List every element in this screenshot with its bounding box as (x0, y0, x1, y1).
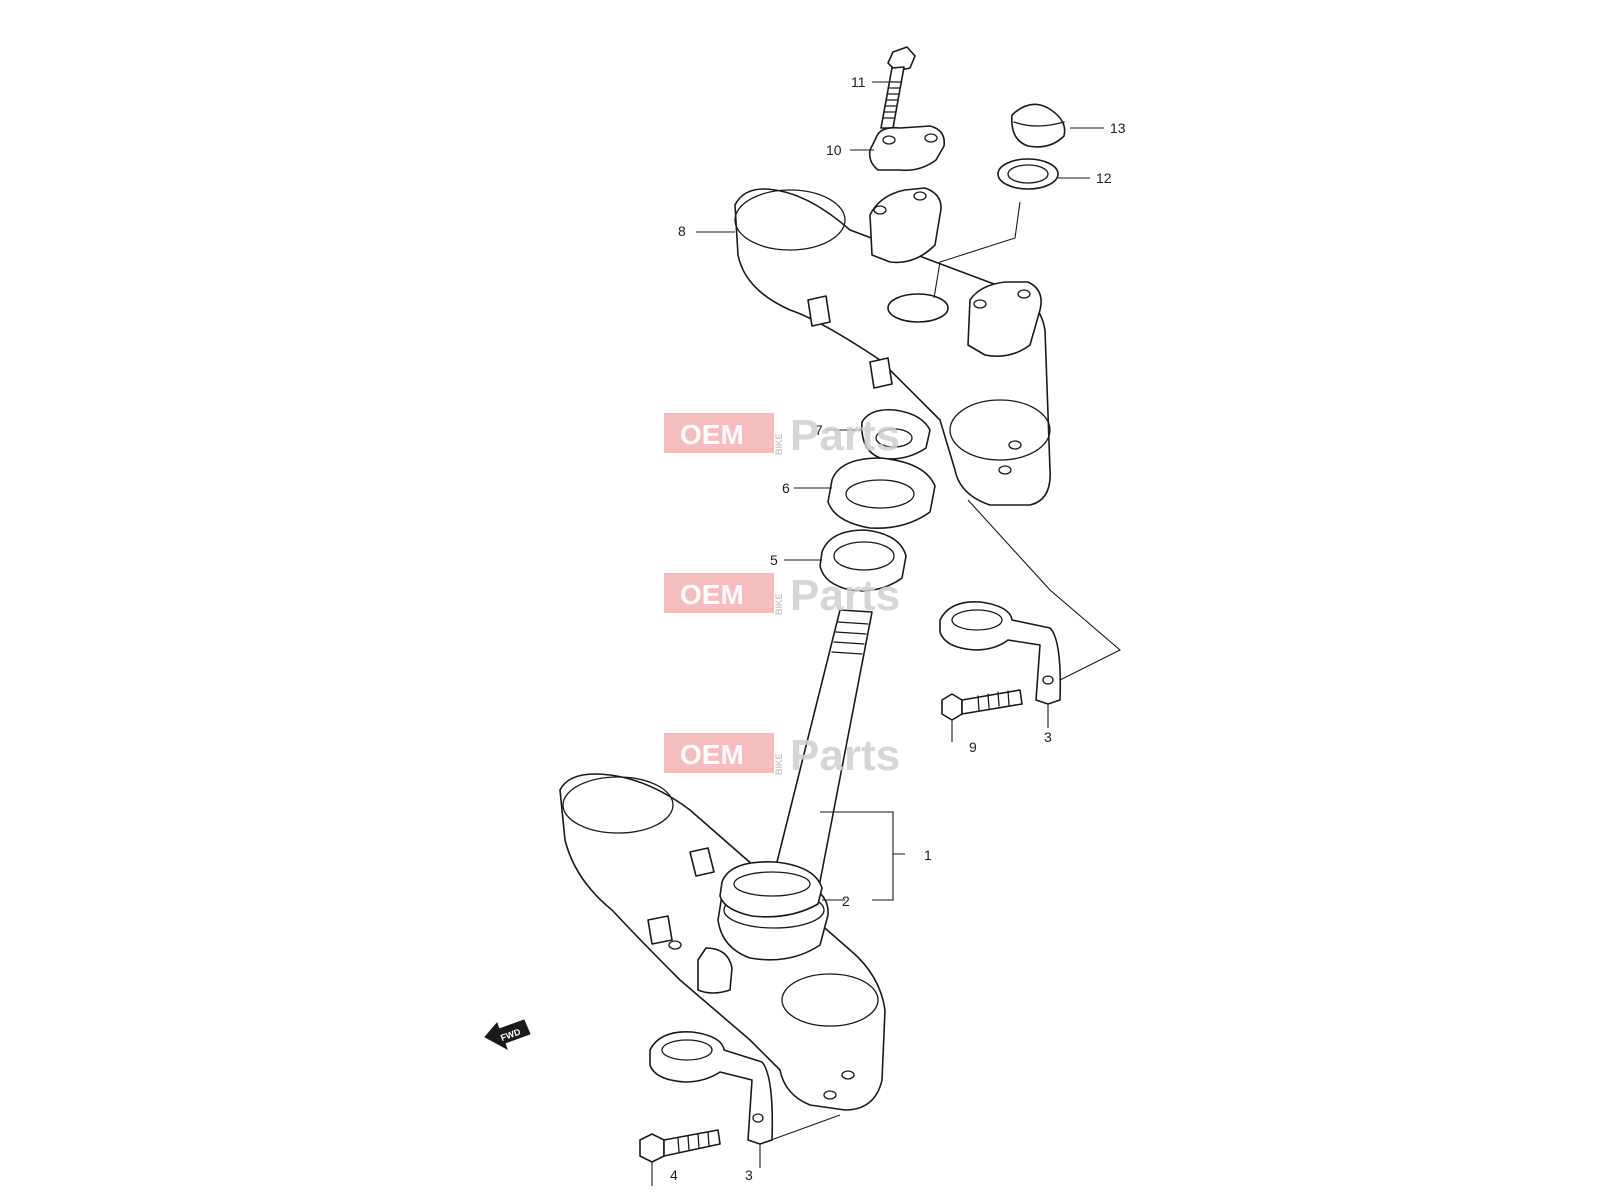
callout-6: 6 (782, 480, 790, 496)
part-4-bolt[interactable] (639, 1129, 721, 1163)
watermark-1-brand: OEM (680, 419, 744, 450)
part-10-handlebar-holder-upper[interactable] (868, 125, 946, 172)
part-12-washer[interactable] (997, 158, 1059, 190)
part-2-bearing-lower[interactable] (719, 861, 823, 918)
part-6-race-cover[interactable] (827, 457, 936, 529)
watermark-3: OEM BIKE Parts (664, 731, 900, 780)
watermark-1-sub: BIKE (774, 433, 784, 455)
watermark-3-brand: OEM (680, 739, 744, 770)
callout-8: 8 (678, 223, 686, 239)
watermark-2-sub: BIKE (774, 593, 784, 615)
callout-4: 4 (670, 1167, 678, 1183)
callout-3-lower: 3 (745, 1167, 753, 1183)
part-11-bolt[interactable] (880, 46, 916, 129)
part-5-bearing[interactable] (819, 529, 907, 592)
part-1-steering-stem-lower-bracket[interactable] (559, 609, 886, 1111)
watermark-3-sub: BIKE (774, 753, 784, 775)
watermark-1: OEM BIKE Parts (664, 411, 900, 460)
callout-12: 12 (1096, 170, 1112, 186)
callout-11: 11 (851, 74, 866, 90)
callout-5: 5 (770, 552, 778, 568)
callout-1: 1 (924, 847, 932, 863)
watermark-3-suffix: Parts (790, 731, 900, 780)
watermark-2-brand: OEM (680, 579, 744, 610)
callout-7: 7 (815, 422, 823, 438)
watermark-1-suffix: Parts (790, 411, 900, 460)
part-3-cable-holder-lower[interactable] (649, 1031, 774, 1145)
callout-2: 2 (842, 893, 850, 909)
leader-lines (651, 81, 1121, 1186)
callout-10: 10 (826, 142, 842, 158)
callout-9: 9 (969, 739, 977, 755)
part-9-bolt[interactable] (941, 689, 1023, 721)
callout-13: 13 (1110, 120, 1126, 136)
part-8-upper-bracket[interactable] (734, 187, 1051, 506)
part-13-cap[interactable] (1011, 103, 1066, 148)
part-7-steering-stem-nut[interactable] (861, 408, 931, 460)
callout-3-upper: 3 (1044, 729, 1052, 745)
part-3-cable-holder-upper[interactable] (939, 601, 1062, 705)
fwd-arrow-icon: FWD (484, 1019, 531, 1051)
watermark-2-suffix: Parts (790, 571, 900, 620)
watermark-2: OEM BIKE Parts (664, 571, 900, 620)
